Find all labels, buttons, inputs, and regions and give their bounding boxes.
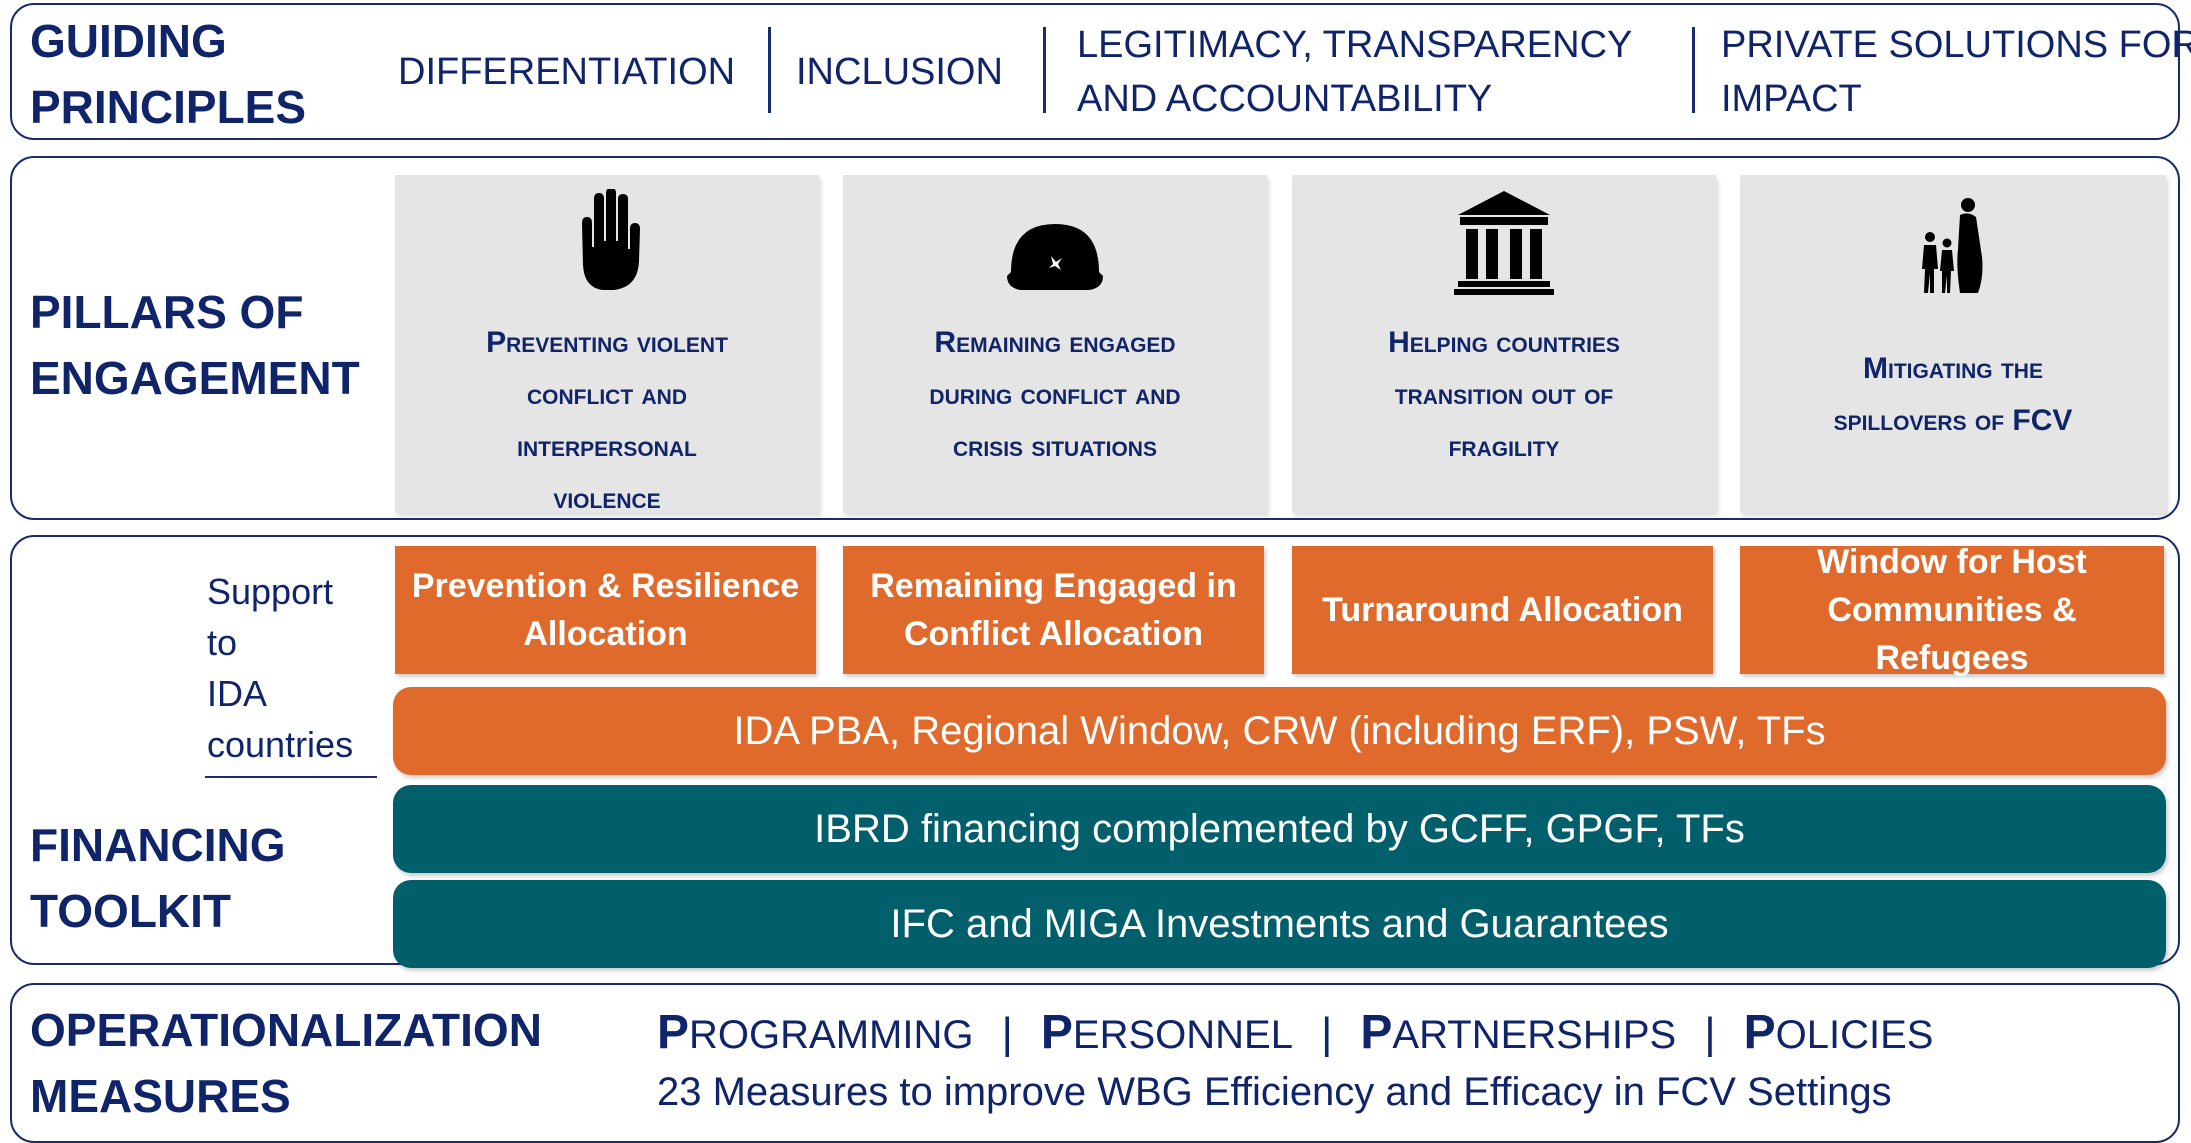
pillar-preventing-violence: Preventing violent conflict and interper… (395, 175, 819, 515)
allocation-host-communities-refugees: Window for Host Communities & Refugees (1740, 543, 2164, 677)
pillar-remaining-engaged: Remaining engaged during conflict and cr… (843, 175, 1267, 513)
guiding-principles-title: GUIDING PRINCIPLES (30, 15, 307, 133)
raised-hand-icon (574, 188, 640, 298)
principle-legitimacy: LEGITIMACY, TRANSPARENCY AND ACCOUNTABIL… (1077, 24, 1633, 120)
principle-private-solutions: PRIVATE SOLUTIONS FOR IMPACT (1721, 24, 2191, 120)
ibrd-financing-bar: IBRD financing complemented by GCFF, GPG… (393, 785, 2166, 873)
support-underline (205, 776, 377, 778)
allocation-turnaround: Turnaround Allocation (1292, 546, 1713, 674)
refugee-family-icon (1920, 197, 1986, 302)
principle-divider (1043, 27, 1046, 113)
allocation-remaining-engaged: Remaining Engaged in Conflict Allocation (843, 546, 1264, 674)
principle-inclusion: INCLUSION (796, 51, 1003, 93)
principle-divider (1692, 27, 1695, 113)
financing-title: FINANCING TOOLKIT (30, 819, 286, 937)
institution-building-icon (1454, 189, 1554, 300)
operationalization-title: OPERATIONALIZATION MEASURES (30, 1004, 542, 1122)
pillar-text: Remaining engaged during conflict and cr… (929, 326, 1181, 463)
ida-financing-bar: IDA PBA, Regional Window, CRW (including… (393, 687, 2166, 775)
pillar-transition-fragility: Helping countries transition out of frag… (1292, 175, 1716, 513)
pillar-text: Mitigating the spillovers of FCV (1833, 352, 2073, 437)
principle-divider (768, 27, 771, 113)
principle-differentiation: DIFFERENTIATION (398, 51, 736, 93)
allocation-prevention-resilience: Prevention & Resilience Allocation (395, 546, 816, 674)
support-ida-label: Support to IDA countries (207, 571, 354, 765)
pillar-text: Preventing violent conflict and interper… (486, 326, 728, 515)
pillars-title: PILLARS OF ENGAGEMENT (30, 286, 360, 404)
peacekeeper-helmet-icon (1005, 220, 1105, 299)
guiding-principles-band (10, 3, 2180, 140)
ifc-miga-bar: IFC and MIGA Investments and Guarantees (393, 880, 2166, 968)
operationalization-subtitle: 23 Measures to improve WBG Efficiency an… (657, 1070, 1892, 1114)
pillar-text: Helping countries transition out of frag… (1388, 326, 1620, 463)
pillar-mitigating-spillovers: Mitigating the spillovers of FCV (1740, 175, 2166, 513)
operationalization-band (10, 983, 2180, 1143)
operationalization-measures-list: PROGRAMMING|PERSONNEL|PARTNERSHIPS|POLIC… (657, 1006, 1934, 1059)
